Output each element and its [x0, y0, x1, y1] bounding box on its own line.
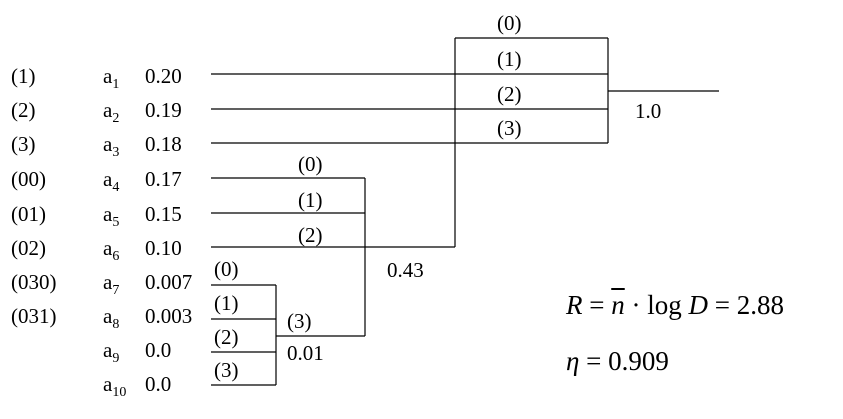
symbol-name: a3: [103, 132, 120, 160]
probability: 0.0: [145, 372, 172, 396]
symbol-name: a5: [103, 202, 120, 230]
symbol-name: a2: [103, 98, 120, 126]
level2-branch-label: (0): [298, 152, 323, 176]
level3-branch-label: (1): [497, 47, 522, 71]
level1-branch-label: (1): [214, 291, 239, 315]
level3-branch-label: (0): [497, 11, 522, 35]
codeword: (02): [11, 236, 46, 260]
symbol-name: a8: [103, 304, 120, 332]
efficiency-formula: η = 0.909: [566, 346, 669, 376]
symbol-name: a1: [103, 64, 120, 92]
codeword: (00): [11, 167, 46, 191]
level3-branch-label: (3): [497, 116, 522, 140]
probability: 0.19: [145, 98, 182, 122]
probability: 0.20: [145, 64, 182, 88]
probability: 0.17: [145, 167, 182, 191]
level2-branch-label: (1): [298, 188, 323, 212]
probability: 0.007: [145, 270, 193, 294]
symbol-name: a10: [103, 372, 127, 400]
level1-sum: 0.01: [287, 341, 324, 365]
symbol-name: a6: [103, 236, 120, 264]
symbol-name: a9: [103, 338, 120, 366]
probability: 0.15: [145, 202, 182, 226]
symbol-name: a4: [103, 167, 120, 195]
codeword: (031): [11, 304, 57, 328]
probability: 0.003: [145, 304, 193, 328]
codeword: (030): [11, 270, 57, 294]
probability: 0.0: [145, 338, 172, 362]
codeword: (3): [11, 132, 36, 156]
rate-formula: R = n · log D = 2.88: [566, 290, 784, 320]
codeword: (01): [11, 202, 46, 226]
probability: 0.18: [145, 132, 182, 156]
level3-sum: 1.0: [635, 99, 662, 123]
level3-branch-label: (2): [497, 82, 522, 106]
level2-branch-label: (2): [298, 223, 323, 247]
level2-sum: 0.43: [387, 258, 424, 282]
symbol-name: a7: [103, 270, 120, 298]
level1-branch-label: (3): [214, 358, 239, 382]
probability: 0.10: [145, 236, 182, 260]
level1-branch-label: (0): [214, 257, 239, 281]
codeword: (2): [11, 98, 36, 122]
level2-branch-label: (3): [287, 309, 312, 333]
level1-branch-label: (2): [214, 325, 239, 349]
codeword: (1): [11, 64, 36, 88]
